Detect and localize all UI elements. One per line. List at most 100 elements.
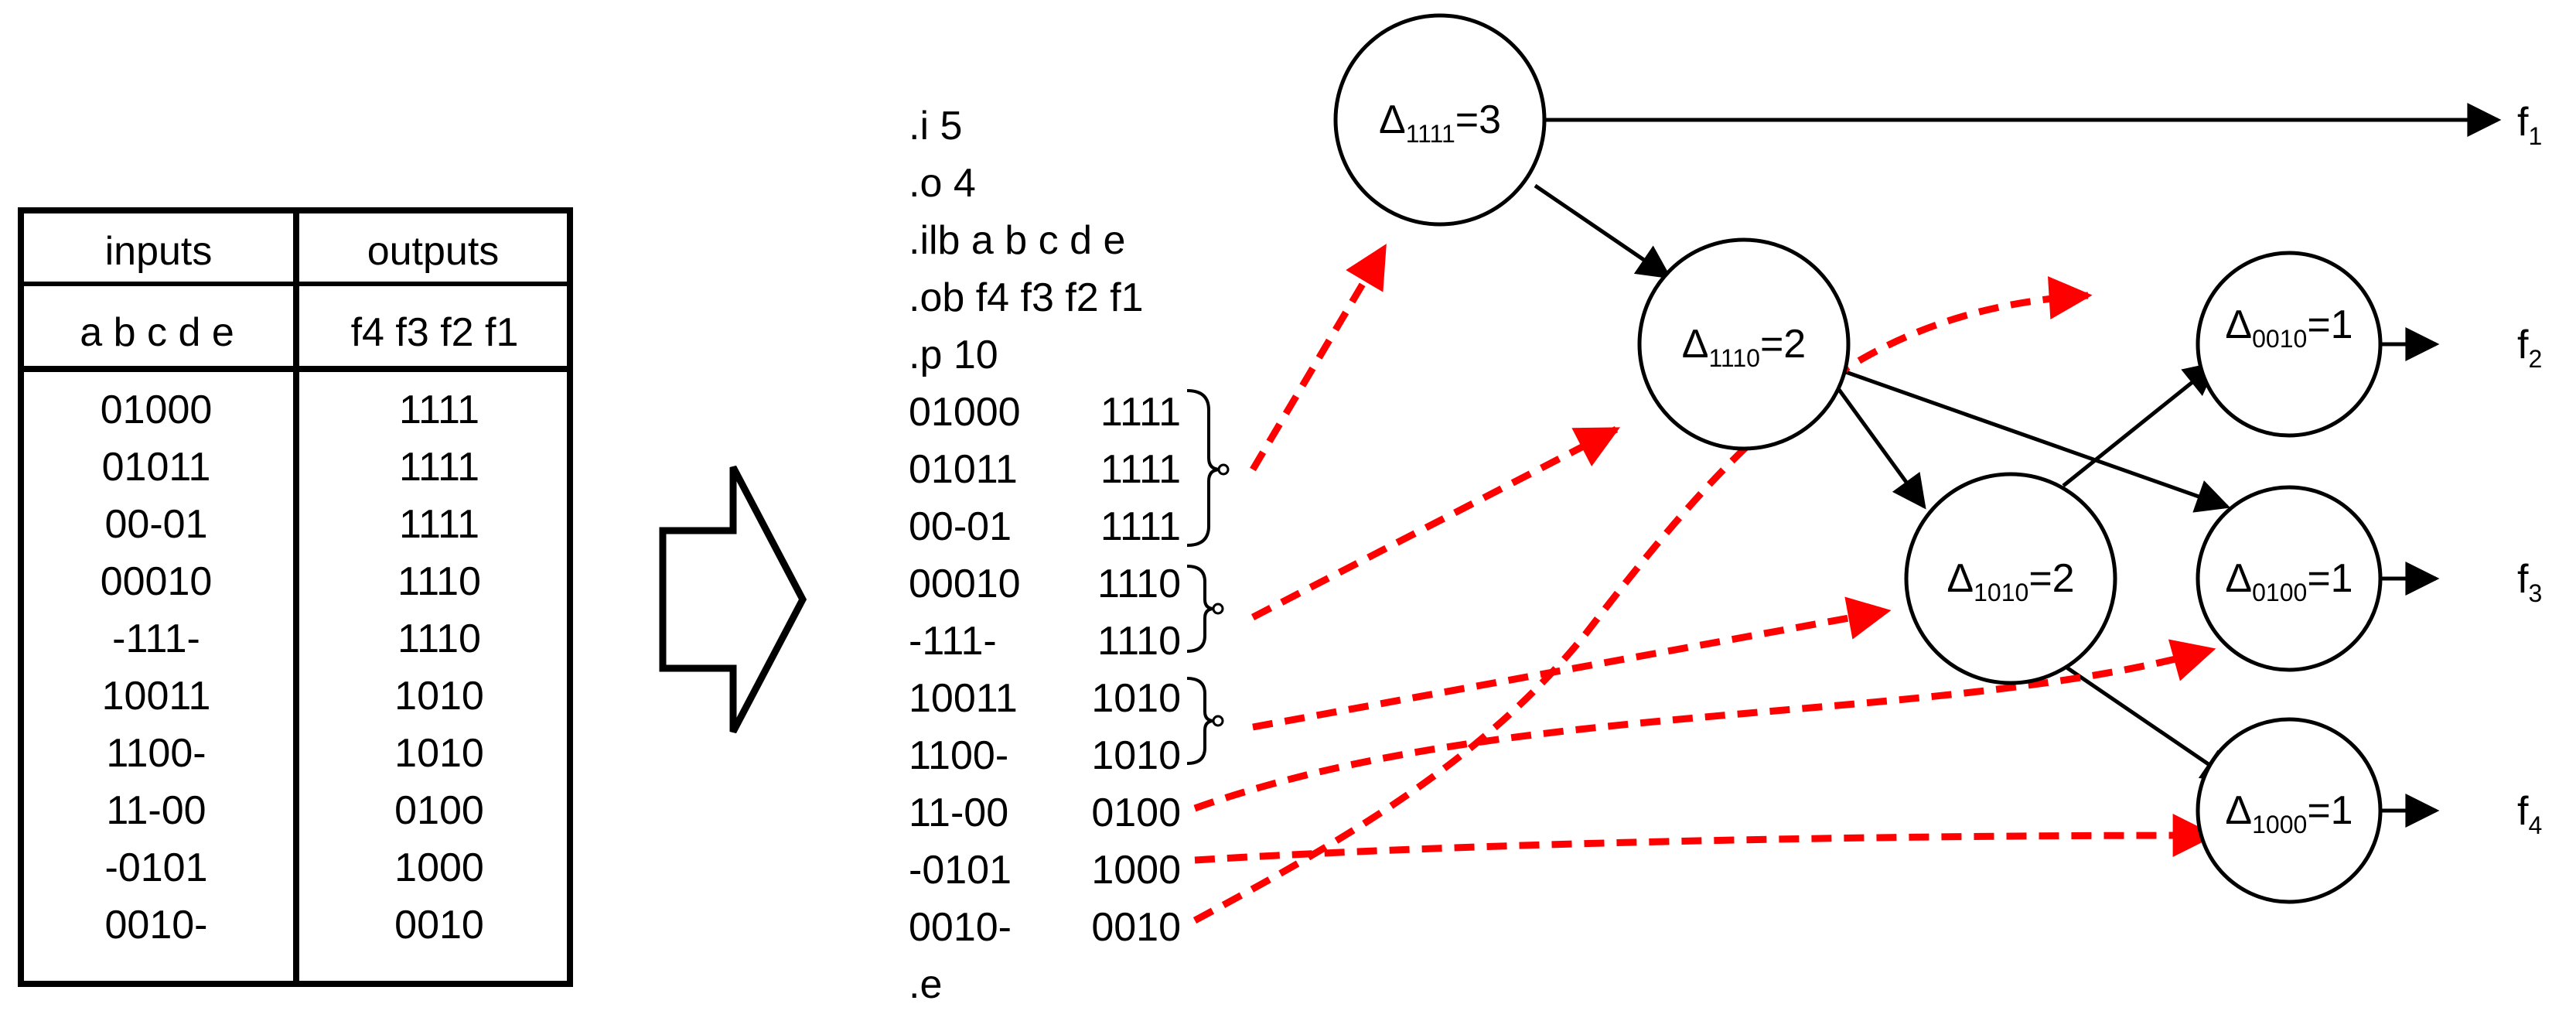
node-1000-circle [2196, 717, 2383, 904]
map-arrow-0100 [1193, 639, 2216, 812]
output-f2: f2 [2517, 323, 2542, 373]
table-row-input: -111- [112, 616, 200, 661]
pla-row-output: 1111 [1100, 447, 1181, 492]
map-arrow-1010 [1252, 596, 1892, 731]
table-row-input: 11-00 [106, 788, 206, 833]
node-1111: Δ1111=3 [1333, 13, 1547, 227]
table-input-vars: a b c d e [80, 310, 234, 355]
pla-row-output: 1000 [1091, 848, 1181, 893]
edge-1010-1000 [2062, 663, 2237, 784]
table-row-output: 1110 [397, 616, 481, 661]
brace-group-1010 [1186, 677, 1215, 765]
pla-header-line: .p 10 [909, 333, 998, 377]
node-1000: Δ1000=1 [2196, 717, 2383, 904]
pla-row-output: 1010 [1091, 676, 1181, 721]
pla-row-input: -0101 [909, 848, 1012, 893]
brace-tip-1110 [1212, 603, 1224, 615]
node-0010-label: Δ0010=1 [2225, 302, 2353, 353]
node-0010: Δ0010=1 [2196, 251, 2383, 438]
output-f3: f3 [2517, 557, 2542, 607]
map-arrow-1110 [1250, 426, 1620, 620]
node-1111-label: Δ1111=3 [1379, 97, 1501, 148]
pla-row-input: 0010- [909, 905, 1012, 950]
pla-row-output: 0100 [1091, 791, 1181, 835]
table-row-output: 0100 [394, 788, 484, 833]
pla-row-input: 00-01 [909, 504, 1012, 549]
output-f1: f1 [2517, 100, 2542, 150]
pla-row-input: 1100- [909, 733, 1008, 778]
brace-group-1111 [1186, 389, 1221, 547]
pla-header-line: .i 5 [909, 104, 962, 149]
node-0100-circle [2196, 485, 2383, 672]
table-row-output: 1010 [394, 731, 484, 776]
output-labels: f1 f2 f3 f4 [2517, 100, 2542, 839]
pla-header-line: .o 4 [909, 161, 976, 206]
table-row-input: -0101 [105, 845, 208, 890]
graph-edges [1534, 103, 2502, 828]
table-rows: 01000 1111 01011 1111 00-01 1111 00010 1110 -111… [101, 388, 484, 948]
pla-rows: 01000 1111 01011 1111 00-01 1111 00010 1110 -111… [909, 390, 1181, 950]
node-1111-circle [1333, 13, 1547, 227]
pla-row-output: 1111 [1100, 504, 1181, 549]
pla-row-input: 01011 [909, 447, 1018, 492]
node-1110-label: Δ1110=2 [1682, 322, 1806, 372]
pla-header-line: .ob f4 f3 f2 f1 [909, 275, 1144, 320]
node-1010: Δ1010=2 [1904, 472, 2117, 685]
table-row-output: 1111 [399, 445, 479, 490]
brace-tip-1111 [1217, 463, 1230, 476]
node-0010-circle [2196, 251, 2383, 438]
pla-row-output: 1111 [1100, 390, 1181, 435]
pla-row-output: 0010 [1091, 905, 1181, 950]
output-f4: f4 [2517, 789, 2542, 839]
table-row-input: 01000 [101, 388, 213, 432]
mapping-arrows [1192, 244, 2216, 924]
graph-nodes: Δ1111=3 Δ1110=2 Δ1010=2 Δ0010=1 Δ0100=1 … [1333, 13, 2383, 904]
node-1110-circle [1637, 237, 1851, 451]
table-row-output: 0010 [394, 903, 484, 948]
edge-1010-0010 [2062, 361, 2219, 487]
pla-row-input: 10011 [909, 676, 1018, 721]
table-row-input: 1100- [106, 731, 206, 776]
brace-tip-1010 [1212, 715, 1224, 727]
table-row-input: 10011 [102, 674, 211, 719]
node-1000-label: Δ1000=1 [2225, 788, 2353, 838]
transform-arrow-icon [659, 465, 807, 734]
pla-row-output: 1110 [1097, 562, 1181, 606]
node-0100-label: Δ0100=1 [2225, 556, 2353, 606]
table-row-output: 1111 [399, 388, 479, 432]
pla-end-line: .e [909, 962, 942, 1007]
pla-row-output: 1010 [1091, 733, 1181, 778]
node-1010-label: Δ1010=2 [1947, 556, 2074, 606]
node-1010-circle [1904, 472, 2117, 685]
table-row-output: 1000 [394, 845, 484, 890]
edge-1110-1010 [1829, 377, 1926, 510]
table-row-input: 01011 [102, 445, 211, 490]
map-arrow-0010 [1192, 276, 2093, 924]
map-arrow-1000 [1194, 814, 2216, 864]
node-1110: Δ1110=2 [1637, 237, 1851, 451]
truth-table: inputs outputs a b c d e f4 f3 f2 f1 010… [18, 207, 573, 987]
pla-row-input: 01000 [909, 390, 1021, 435]
pla-row-output: 1110 [1097, 619, 1181, 664]
pla-header-line: .ilb a b c d e [909, 218, 1125, 263]
node-0100: Δ0100=1 [2196, 485, 2383, 672]
table-row-input: 00-01 [105, 502, 208, 547]
pla-listing: .i 5 .o 4 .ilb a b c d e .ob f4 f3 f2 f1 .p … [909, 104, 1230, 1007]
table-row-output: 1010 [394, 674, 484, 719]
pla-row-input: 00010 [909, 562, 1021, 606]
table-row-input: 00010 [101, 559, 213, 604]
edge-1111-1110 [1534, 183, 1672, 279]
brace-group-1110 [1186, 565, 1215, 653]
table-row-output: 1111 [399, 502, 479, 547]
table-row-output: 1110 [397, 559, 481, 604]
edge-1110-0100 [1843, 369, 2231, 513]
map-arrow-1111 [1250, 244, 1387, 472]
table-header-inputs: inputs [105, 229, 213, 274]
table-header-outputs: outputs [367, 229, 500, 274]
pla-row-input: 11-00 [909, 791, 1008, 835]
table-output-vars: f4 f3 f2 f1 [351, 310, 519, 355]
pla-row-input: -111- [909, 619, 997, 664]
table-row-input: 0010- [105, 903, 208, 948]
pla-header: .i 5 .o 4 .ilb a b c d e .ob f4 f3 f2 f1 .p … [909, 104, 1144, 377]
